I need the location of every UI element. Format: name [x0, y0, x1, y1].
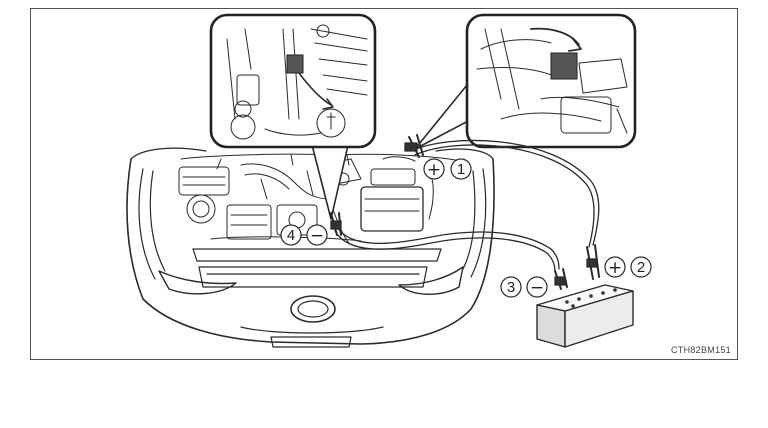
callout-1: + 1	[423, 158, 472, 180]
jumper-cables	[330, 134, 600, 272]
minus-circle-icon	[526, 276, 548, 298]
figure-code: CTH82BM151	[670, 345, 731, 355]
jumper-clamp-icon	[330, 212, 342, 236]
minus-circle-icon	[306, 224, 328, 246]
callout-number: 2	[637, 259, 645, 276]
polarity-sign: +	[427, 160, 441, 180]
callout-2: + 2	[604, 256, 652, 278]
plus-circle-icon	[604, 256, 626, 278]
plus-circle-icon	[423, 158, 445, 180]
jumper-clamp-icon	[404, 134, 424, 158]
jump-start-illustration: + 1 + 2 3 − 4 − CTH82BM151	[30, 8, 738, 360]
callout-number: 1	[457, 161, 465, 178]
callout-number: 4	[287, 227, 295, 244]
inset-positive-terminal	[414, 13, 637, 150]
polarity-sign: −	[310, 226, 324, 246]
callout-number: 3	[507, 279, 515, 296]
diagram-canvas: + 1 + 2 3 − 4 −	[126, 13, 652, 348]
callout-3: 3 −	[500, 276, 548, 298]
polarity-sign: −	[530, 278, 544, 298]
callout-4: 4 −	[280, 224, 328, 246]
battery-icon	[536, 244, 634, 348]
inset-ground-point	[209, 13, 377, 220]
polarity-sign: +	[608, 258, 622, 278]
